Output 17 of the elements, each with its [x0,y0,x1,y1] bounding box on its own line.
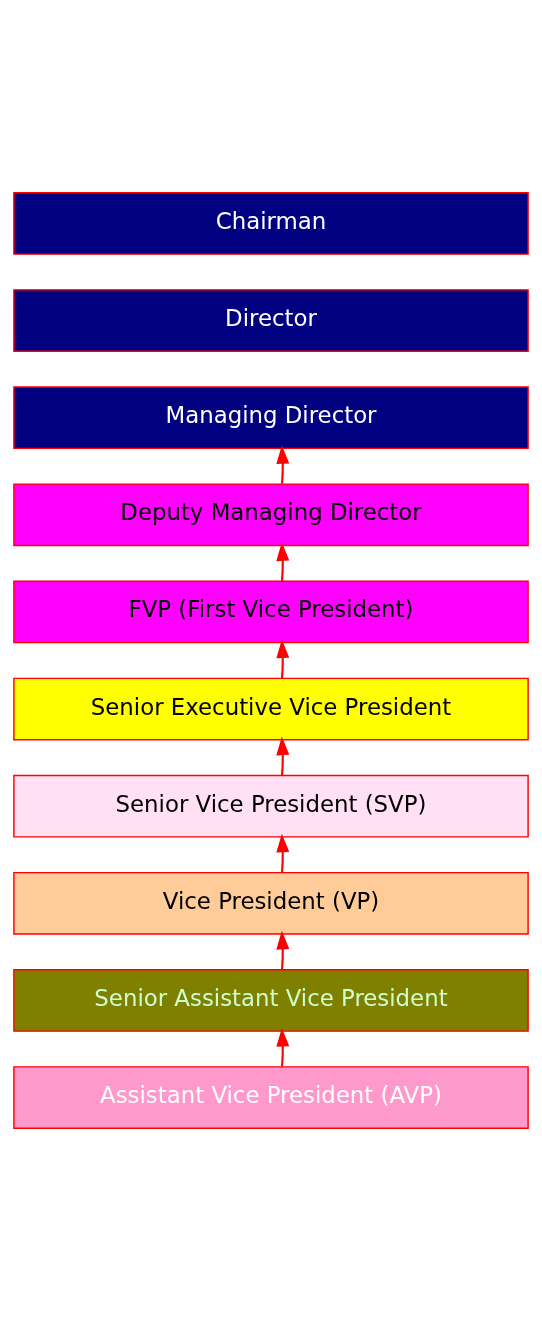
arrow [276,444,290,484]
arrow [276,736,290,775]
node-box: Senior Vice President (SVP) [13,774,529,838]
arrow [276,833,290,872]
node-box: Managing Director [13,385,529,449]
node-box: Senior Executive Vice President [13,677,529,740]
node-box: FVP (First Vice President) [13,580,529,643]
arrow [276,638,290,678]
arrow [276,1027,290,1067]
node-box: Vice President (VP) [13,871,529,935]
node-box: Assistant Vice President (AVP) [13,1065,529,1129]
node-box: Director [13,288,529,352]
node-box: Senior Assistant Vice President [13,968,529,1032]
node-box: Chairman [13,191,529,255]
arrow [276,541,290,581]
arrow [276,930,290,969]
node-box: Deputy Managing Director [13,482,529,546]
